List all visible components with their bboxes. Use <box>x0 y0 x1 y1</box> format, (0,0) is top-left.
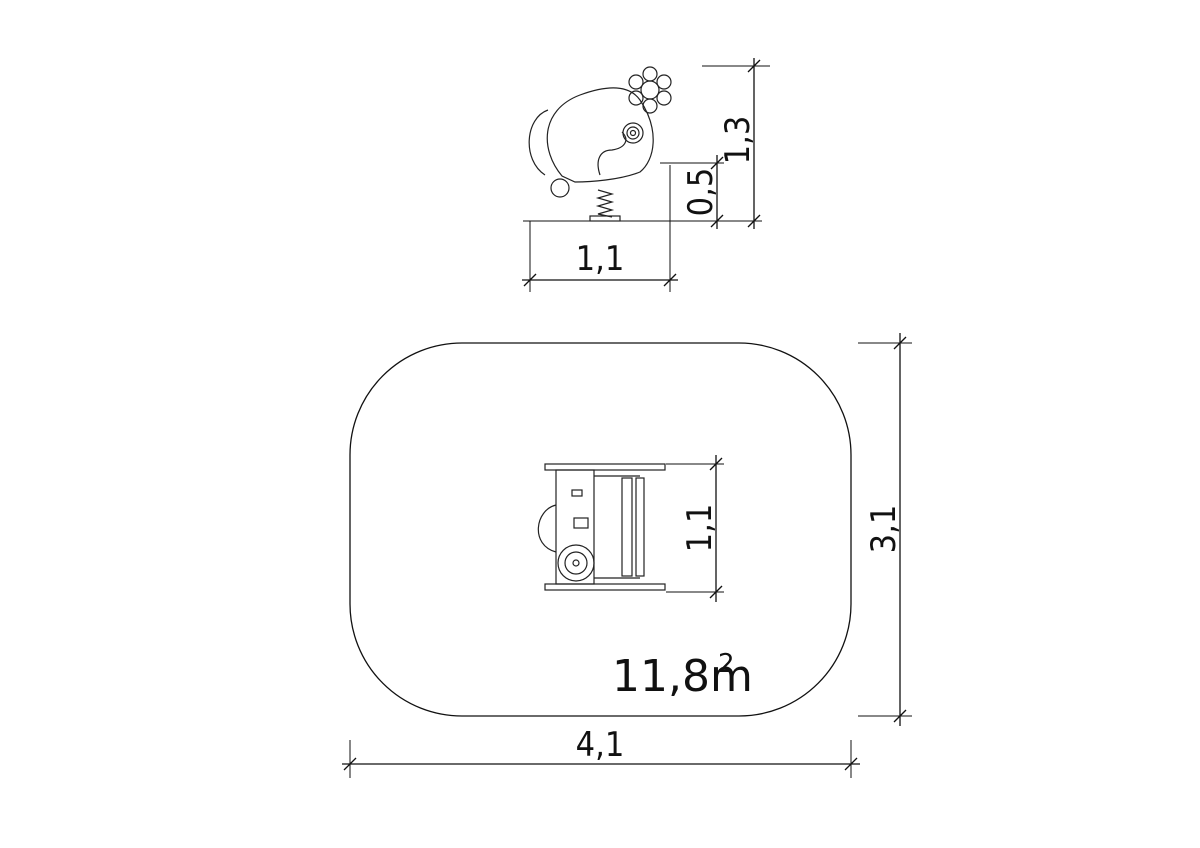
side-view: 1,1 0,5 1,3 <box>522 58 770 292</box>
seat-height-label: 0,5 <box>681 168 721 217</box>
spiral-emblem <box>622 122 644 144</box>
foot-wheel <box>550 178 570 198</box>
safety-zone-outline <box>349 342 852 717</box>
plan-view: 1,1 4,1 3,1 11,8m 2 <box>342 333 912 778</box>
zone-depth-label: 3,1 <box>864 505 904 554</box>
area-exponent: 2 <box>718 649 735 679</box>
area-label: 11,8m <box>612 651 753 702</box>
zone-width-label: 4,1 <box>576 725 625 765</box>
flower-handle <box>628 66 672 114</box>
equipment-top-view <box>537 463 666 591</box>
rider-front <box>528 109 549 176</box>
plan-depth-label: 1,1 <box>680 504 720 553</box>
spring <box>595 189 615 218</box>
side-height-label: 1,3 <box>718 116 758 165</box>
rider-body <box>546 87 654 183</box>
side-width-label: 1,1 <box>576 239 625 279</box>
rider-seat <box>597 131 627 176</box>
spring-base <box>589 215 621 222</box>
